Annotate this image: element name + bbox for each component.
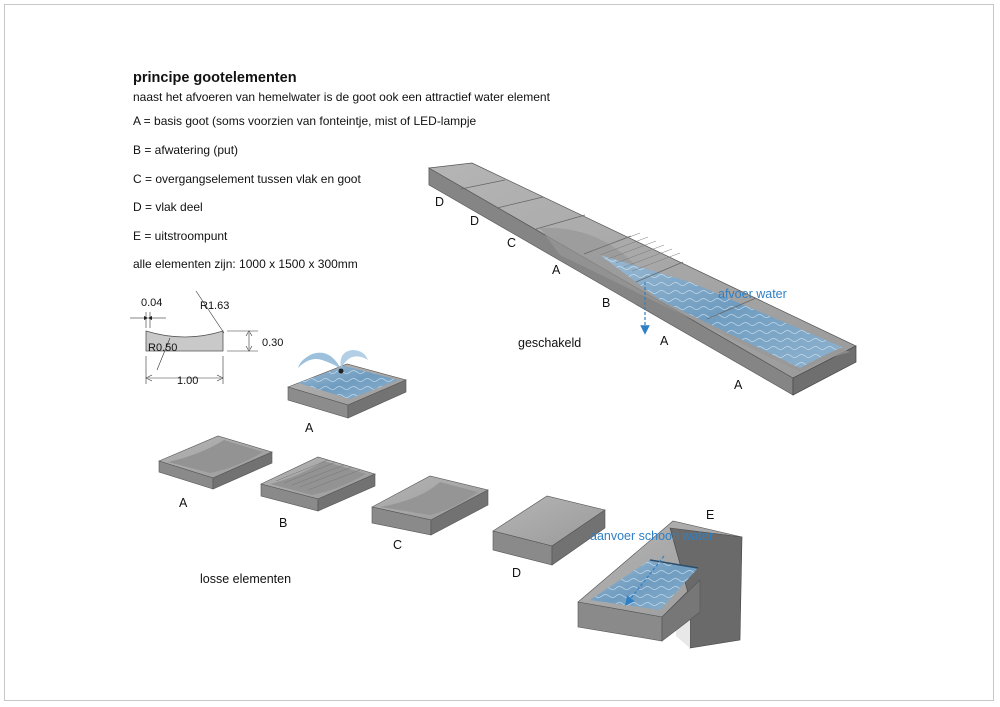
outlet-label: E bbox=[706, 508, 715, 522]
chain-label-d2: D bbox=[470, 214, 480, 228]
legend-e: E = uitstroompunt bbox=[133, 229, 228, 243]
drain-water-label: afvoer water bbox=[718, 287, 787, 301]
page-title: principe gootelementen bbox=[133, 70, 297, 86]
chain-label-a2: A bbox=[660, 334, 669, 348]
loose-element-c bbox=[371, 475, 489, 536]
loose-label-b: B bbox=[279, 516, 288, 530]
fountain-label: A bbox=[305, 421, 314, 435]
page-frame bbox=[4, 4, 994, 701]
loose-element-b bbox=[260, 456, 376, 512]
dim-label-r050: R0.50 bbox=[148, 342, 178, 354]
legend-d: D = vlak deel bbox=[133, 200, 203, 214]
legend-c: C = overgangselement tussen vlak en goot bbox=[133, 172, 361, 186]
dim-label-030: 0.30 bbox=[262, 337, 284, 349]
loose-caption: losse elementen bbox=[200, 572, 292, 586]
assembled-caption: geschakeld bbox=[518, 336, 582, 350]
loose-element-d bbox=[492, 495, 606, 566]
chain-label-a1: A bbox=[552, 263, 561, 277]
dim-label-100: 1.00 bbox=[177, 375, 199, 387]
cross-section-drawing bbox=[130, 290, 258, 384]
legend-a: A = basis goot (soms voorzien van fontei… bbox=[133, 114, 477, 128]
chain-label-c: C bbox=[507, 236, 517, 250]
loose-label-c: C bbox=[393, 538, 403, 552]
loose-label-d: D bbox=[512, 566, 522, 580]
loose-label-a: A bbox=[179, 496, 188, 510]
fountain-element bbox=[287, 350, 407, 419]
assembled-gutter-chain bbox=[427, 162, 857, 396]
page-subtitle: naast het afvoeren van hemelwater is de … bbox=[133, 90, 550, 104]
outlet-element bbox=[577, 520, 743, 649]
loose-element-a bbox=[158, 435, 273, 490]
chain-label-b: B bbox=[602, 296, 611, 310]
dim-label-004: 0.04 bbox=[141, 297, 163, 309]
legend-b: B = afwatering (put) bbox=[133, 143, 239, 157]
chain-label-d1: D bbox=[435, 195, 445, 209]
chain-label-a3: A bbox=[734, 378, 743, 392]
dim-label-r163: R1.63 bbox=[200, 300, 230, 312]
legend-size-note: alle elementen zijn: 1000 x 1500 x 300mm bbox=[133, 257, 358, 271]
clean-water-label: aanvoer schoon water bbox=[590, 529, 713, 543]
